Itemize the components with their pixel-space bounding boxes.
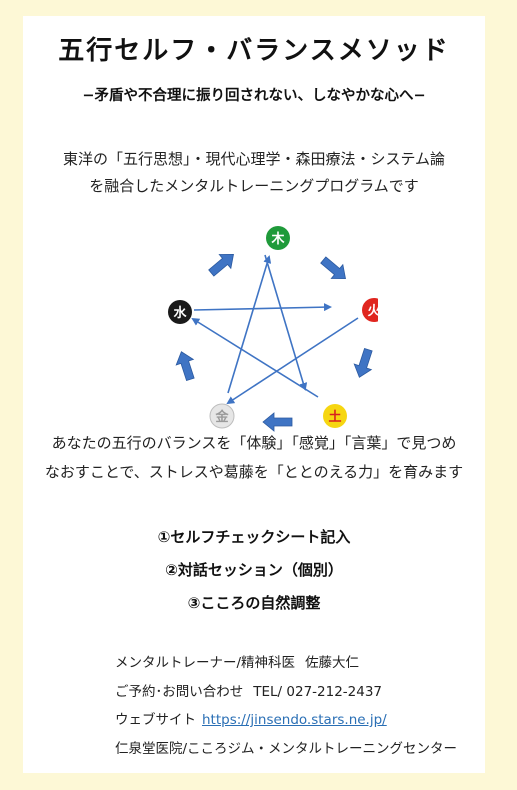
element-fire: 火 <box>362 298 378 322</box>
trainer-role: メンタルトレーナー/精神科医 <box>115 655 296 671</box>
description-line-1: あなたの五行のバランスを「体験」「感覚」「言葉」で見つめ <box>51 434 457 452</box>
page-title: 五行セルフ・バランスメソッド <box>58 36 450 66</box>
element-wood-label: 木 <box>270 231 285 247</box>
star-line-water-fire <box>193 303 332 312</box>
cycle-arrow-earth-metal <box>262 412 293 432</box>
cycle-arrow-metal-water <box>175 351 195 382</box>
reservation-line: ご予約･お問い合わせ TEL/ 027-212-2437 <box>115 678 457 707</box>
contact-info: メンタルトレーナー/精神科医佐藤大仁 ご予約･お問い合わせ TEL/ 027-21… <box>115 649 457 763</box>
cycle-arrow-water-wood <box>208 253 234 277</box>
element-earth-label: 土 <box>328 409 341 425</box>
five-elements-diagram: 木 火 土 金 水 <box>168 226 378 432</box>
element-metal: 金 <box>209 403 235 429</box>
intro-text: 東洋の「五行思想」・現代心理学・森田療法・システム論 を融合したメンタルトレーニ… <box>23 146 485 200</box>
service-item: ②対話セッション（個別） <box>165 561 343 579</box>
element-wood-circle <box>266 226 290 250</box>
flyer: 五行セルフ・バランスメソッド −矛盾や不合理に振り回されない、しなやかな心へ− … <box>23 16 485 773</box>
element-earth: 土 <box>323 404 347 428</box>
trainer-name: 佐藤大仁 <box>305 655 360 671</box>
element-water-label: 水 <box>173 305 187 321</box>
element-fire-label: 火 <box>367 304 378 319</box>
website-line: ウェブサイト https://jinsendo.stars.ne.jp/ <box>115 706 457 735</box>
element-fire-circle <box>362 298 378 322</box>
cycle-arrow-fire-earth <box>353 347 373 378</box>
element-water-circle <box>168 300 192 324</box>
star-line-wood-earth <box>264 254 308 391</box>
star-line-metal-wood <box>227 255 272 394</box>
description: あなたの五行のバランスを「体験」「感覚」「言葉」で見つめ なおすことで、ストレス… <box>23 429 485 487</box>
description-line-2: なおすことで、ストレスや葛藤を「ととのえる力」を育みます <box>44 463 464 481</box>
phone-number[interactable]: TEL/ 027-212-2437 <box>253 683 383 700</box>
service-item: ①セルフチェックシート記入 <box>157 528 351 546</box>
star-line-earth-water <box>191 317 319 398</box>
cycle-arrow-wood-fire <box>320 256 346 280</box>
website-label: ウェブサイト <box>115 712 196 728</box>
intro-line-1: 東洋の「五行思想」・現代心理学・森田療法・システム論 <box>62 150 446 168</box>
element-metal-label: 金 <box>214 409 229 425</box>
trainer-line: メンタルトレーナー/精神科医佐藤大仁 <box>115 649 457 678</box>
element-wood: 木 <box>266 226 290 250</box>
element-metal-circle <box>209 403 235 429</box>
website-link[interactable]: https://jinsendo.stars.ne.jp/ <box>202 712 387 728</box>
reservation-label: ご予約･お問い合わせ <box>115 683 244 700</box>
organization-name: 仁泉堂医院/こころジム・メンタルトレーニングセンター <box>115 740 458 757</box>
intro-line-2: を融合したメンタルトレーニングプログラムです <box>89 177 419 195</box>
service-item: ③こころの自然調整 <box>187 594 321 612</box>
element-earth-circle <box>323 404 347 428</box>
star-line-fire-metal <box>226 317 359 405</box>
subtitle: −矛盾や不合理に振り回されない、しなやかな心へ− <box>82 88 426 104</box>
element-water: 水 <box>168 300 192 324</box>
service-list: ①セルフチェックシート記入 ②対話セッション（個別） ③こころの自然調整 <box>23 521 485 620</box>
